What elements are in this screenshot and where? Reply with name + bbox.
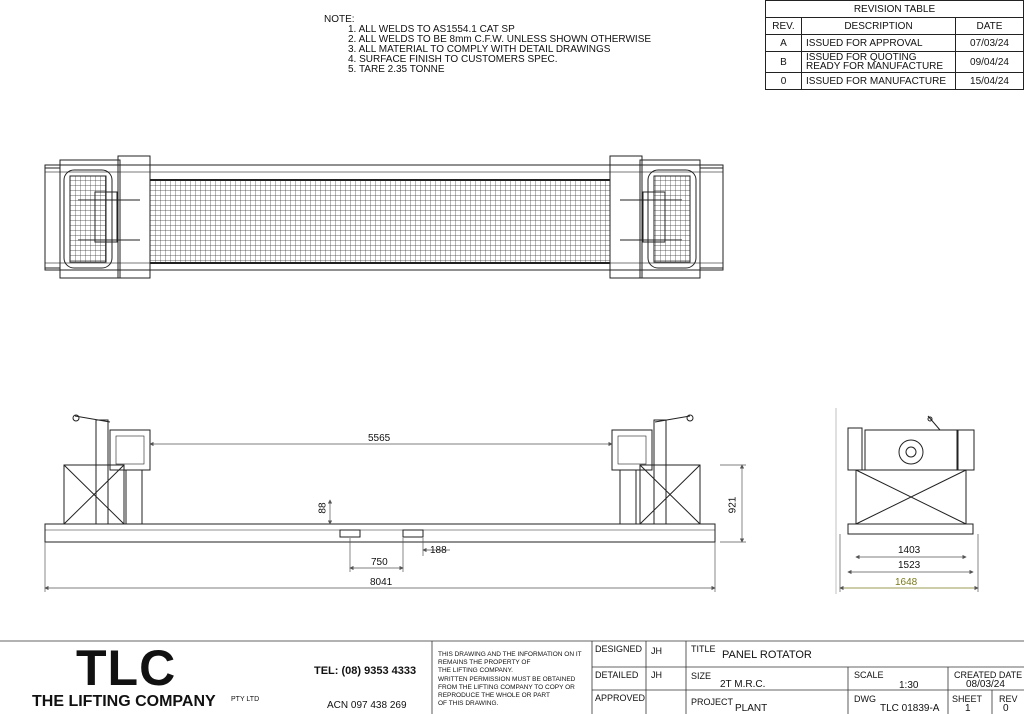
company-suffix: PTY LTD	[231, 696, 260, 703]
dim-overall-length: 8041	[370, 577, 393, 588]
designed-value: JH	[651, 646, 662, 656]
note-item: 2. ALL WELDS TO BE 8mm C.F.W. UNLESS SHO…	[348, 34, 652, 45]
disclaimer-line: THE LIFTING COMPANY.	[438, 667, 513, 675]
company-logo: TLC	[76, 640, 177, 696]
disclaimer-line: REMAINS THE PROPERTY OF	[438, 659, 531, 667]
note-item: 1. ALL WELDS TO AS1554.1 CAT SP	[348, 24, 515, 35]
drawing-title: PANEL ROTATOR	[722, 649, 812, 661]
disclaimer-line: OF THIS DRAWING.	[438, 700, 499, 708]
general-notes: NOTE: 1. ALL WELDS TO AS1554.1 CAT SP 2.…	[324, 15, 651, 75]
date-cell: 15/04/24	[955, 72, 1024, 90]
dimension-lines	[44, 441, 979, 592]
size-value: 2T M.R.C.	[720, 679, 766, 690]
dim-gap-b: 188	[430, 545, 447, 556]
dim-gap-a: 750	[371, 557, 388, 568]
rev-label: REV	[999, 694, 1018, 704]
dim-height-small: 88	[317, 502, 329, 514]
revision-table: REVISION TABLE REV. DESCRIPTION DATE A I…	[765, 0, 1024, 90]
size-label: SIZE	[691, 671, 712, 681]
rev-value: 0	[1003, 703, 1009, 714]
note-item: 3. ALL MATERIAL TO COMPLY WITH DETAIL DR…	[348, 44, 611, 55]
side-elevation	[44, 414, 716, 543]
detailed-label: DETAILED	[595, 670, 639, 680]
disclaimer-line: REPRODUCE THE WHOLE OR PART	[438, 692, 550, 700]
end-elevation	[847, 415, 975, 535]
dim-end-width-b: 1523	[898, 560, 921, 571]
detailed-value: JH	[651, 670, 662, 680]
approved-label: APPROVED	[595, 693, 646, 703]
created-date-label: CREATED DATE	[954, 670, 1023, 680]
company-name: THE LIFTING COMPANY	[32, 693, 216, 710]
project-label: PROJECT	[691, 697, 734, 707]
dim-end-width-a: 1403	[898, 545, 921, 556]
note-item: 5. TARE 2.35 TONNE	[348, 64, 445, 75]
rev-cell: 0	[765, 72, 802, 90]
title-label: TITLE	[691, 644, 716, 654]
dim-span: 5565	[368, 433, 391, 444]
designed-label: DESIGNED	[595, 644, 643, 654]
company-phone: TEL: (08) 9353 4333	[314, 665, 417, 677]
created-date-value: 08/03/24	[966, 679, 1005, 690]
dim-end-width-c: 1648	[895, 577, 918, 588]
title-block-frame	[0, 640, 1024, 714]
notes-title: NOTE:	[324, 14, 355, 25]
disclaimer-line: THIS DRAWING AND THE INFORMATION ON IT	[438, 651, 582, 658]
dim-overall-height: 921	[727, 496, 739, 514]
disclaimer-line: FROM THE LIFTING COMPANY TO COPY OR	[438, 683, 575, 691]
dwg-label: DWG	[854, 694, 876, 704]
plan-view	[44, 155, 724, 279]
scale-value: 1:30	[899, 680, 919, 691]
dwg-number: TLC 01839-A	[880, 703, 940, 714]
project-value: PLANT	[735, 703, 768, 714]
sheet-value: 1	[965, 703, 971, 714]
note-item: 4. SURFACE FINISH TO CUSTOMERS SPEC.	[348, 54, 558, 65]
sheet-label: SHEET	[952, 694, 983, 704]
disclaimer-line: WRITTEN PERMISSION MUST BE OBTAINED	[438, 675, 576, 683]
copyright-disclaimer: THIS DRAWING AND THE INFORMATION ON IT R…	[438, 651, 582, 708]
company-acn: ACN 097 438 269	[327, 700, 407, 711]
scale-label: SCALE	[854, 670, 884, 680]
